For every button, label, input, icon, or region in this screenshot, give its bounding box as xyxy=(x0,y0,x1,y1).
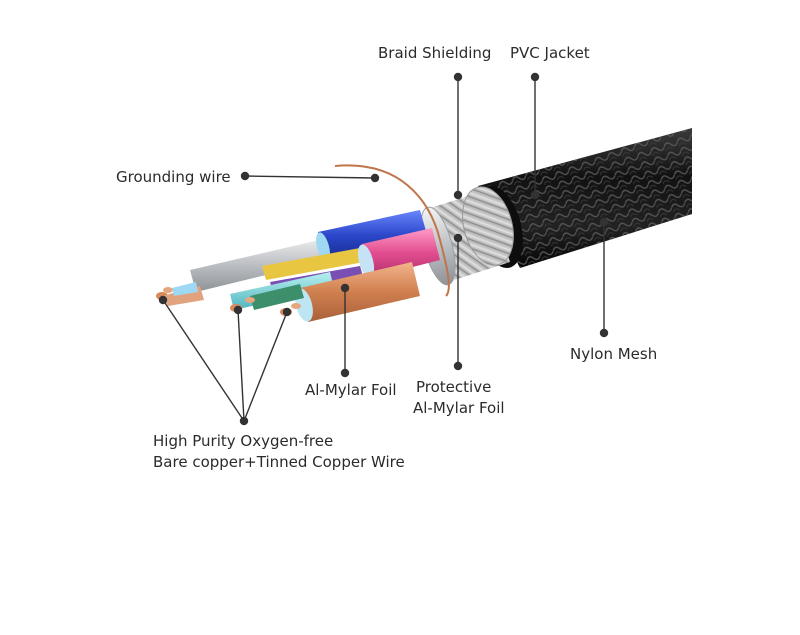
label-copper-line1: High Purity Oxygen-free xyxy=(153,432,334,450)
label-grounding-wire: Grounding wire xyxy=(116,168,231,186)
label-braid-shielding: Braid Shielding xyxy=(378,44,492,62)
label-copper-line2: Bare copper+Tinned Copper Wire xyxy=(153,453,405,471)
label-protective-line1: Protective xyxy=(416,378,492,396)
label-al-mylar-foil: Al-Mylar Foil xyxy=(305,381,397,399)
label-pvc-jacket: PVC Jacket xyxy=(510,44,590,62)
label-protective-line2: Al-Mylar Foil xyxy=(413,399,505,417)
label-nylon-mesh: Nylon Mesh xyxy=(570,345,658,363)
grounding-wire xyxy=(334,164,450,297)
inner-wires xyxy=(156,210,440,322)
leader-lines xyxy=(158,72,609,426)
